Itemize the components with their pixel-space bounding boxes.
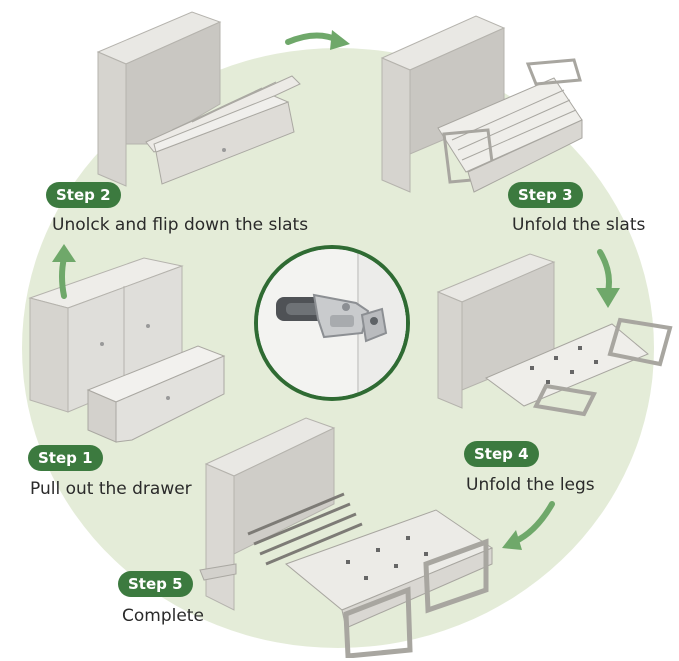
step-badge: Step 5	[118, 571, 193, 597]
step-badge: Step 3	[508, 182, 583, 208]
step-caption: Unfold the legs	[466, 475, 595, 495]
latch-icon	[258, 249, 406, 397]
step2-illustration	[96, 11, 301, 187]
step3-illustration	[380, 15, 583, 193]
step-caption: Unolck and flip down the slats	[52, 215, 309, 235]
step-caption: Unfold the slats	[512, 215, 646, 235]
step1-illustration	[28, 257, 226, 443]
step-badge: Step 4	[464, 441, 539, 467]
step5-illustration	[199, 417, 494, 658]
curved-arrow-icon	[502, 501, 555, 550]
curved-arrow-icon	[52, 244, 76, 299]
curved-arrow-icon	[285, 30, 350, 50]
latch-detail	[254, 245, 410, 401]
step-badge: Step 1	[28, 445, 103, 471]
step-caption: Complete	[122, 606, 204, 626]
step4-illustration	[436, 253, 673, 417]
curved-arrow-icon	[596, 249, 620, 308]
step-badge: Step 2	[46, 182, 121, 208]
step-caption: Pull out the drawer	[30, 479, 192, 499]
